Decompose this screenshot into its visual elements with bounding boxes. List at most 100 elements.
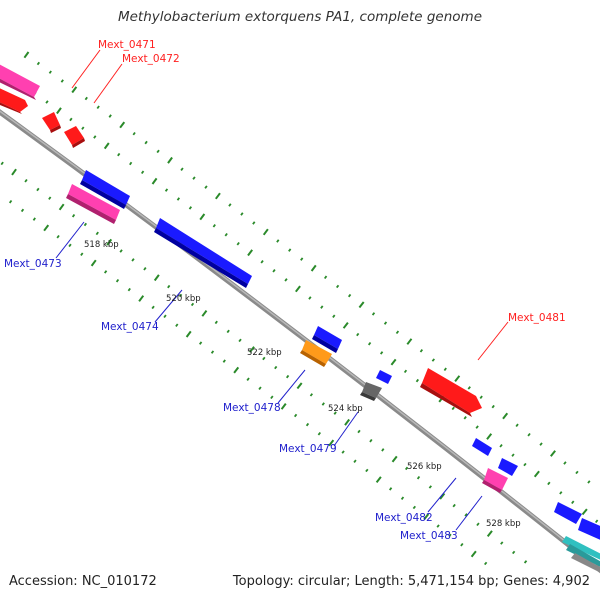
tick-mark [144,140,148,145]
tick-label-522: 522 kbp [247,348,282,358]
tick-mark [167,284,171,289]
label-mext-0471[interactable]: Mext_0471 [98,39,156,51]
gene-mext-0474-shade [154,228,248,288]
tick-mark [423,513,430,521]
tick-mark [575,470,579,475]
tick-mark [23,51,30,59]
tick-mark [201,310,208,317]
label-mext-0478[interactable]: Mext_0478 [223,402,281,414]
gene-mext-0479-shade [360,392,376,401]
tick-label-524: 524 kbp [328,404,363,414]
tick-mark [476,522,480,527]
tick-mark [68,243,72,248]
gene-forward-e[interactable] [498,458,518,476]
tick-mark [523,462,527,467]
tick-mark [188,206,193,210]
tick-mark [587,480,591,484]
tick-mark [199,213,206,221]
tick-mark [371,312,376,316]
label-mext-0473[interactable]: Mext_0473 [4,258,62,270]
gene-forward-b[interactable] [314,326,342,349]
tick-mark [71,213,76,218]
gene-mext-0481[interactable] [422,368,482,413]
map-title: Methylobacterium extorquens PA1, complet… [117,9,483,25]
tick-mark [293,413,298,418]
tick-label-528: 528 kbp [486,519,521,529]
tick-mark [280,403,287,410]
gene-forward-g[interactable] [578,518,600,542]
tick-mark [106,238,113,246]
tick-mark [460,542,464,547]
tick-mark [249,346,255,353]
tick-mark [20,208,25,213]
gene-rna-top-left-shade [0,78,36,100]
tick-mark [499,444,503,448]
tick-mark [108,114,112,118]
gene-mext-0471[interactable] [42,112,60,130]
label-mext-0481[interactable]: Mext_0481 [508,312,566,324]
tick-mark [341,450,345,454]
tick-mark [56,234,60,239]
label-mext-0474[interactable]: Mext_0474 [101,321,159,333]
tick-mark [178,293,183,298]
tick-mark [428,485,432,489]
gene-mext-0483-shade [482,480,502,493]
tick-mark [443,367,447,372]
tick-mark [43,224,50,232]
label-mext-0472[interactable]: Mext_0472 [122,53,180,65]
gene-teal-b[interactable] [566,544,600,569]
label-mext-0482[interactable]: Mext_0482 [375,512,433,524]
tick-mark [448,533,452,538]
tick-mark [176,197,181,201]
tick-mark [500,541,504,545]
tick-mark [288,248,292,252]
gene-forward-f[interactable] [554,502,582,524]
tick-mark [491,404,495,409]
gene-mext-0474[interactable] [156,218,252,284]
gene-mext-0478-shade [300,350,326,367]
gene-mext-0473[interactable] [68,184,120,220]
tick-mark [333,411,337,415]
tick-mark [486,530,493,538]
tick-mark [240,212,244,216]
tick-mark [262,356,266,361]
tick-mark [143,267,147,271]
tick-mark [527,432,531,437]
gene-rna-top-left[interactable] [0,62,40,97]
tick-mark [32,217,36,221]
tick-mark [464,513,468,517]
tick-mark [214,320,218,325]
tick-mark [272,269,276,273]
tick-mark [451,406,455,411]
gene-mext-0478[interactable] [302,340,332,364]
gene-forward-a[interactable] [82,170,130,205]
tick-mark [357,429,361,434]
gene-mext-0479[interactable] [362,382,382,398]
label-mext-0479[interactable]: Mext_0479 [279,443,337,455]
tick-mark [151,177,158,185]
tick-mark [93,135,97,139]
gene-teal-a[interactable] [562,536,600,562]
tick-mark [215,192,221,200]
gene-mext-0472[interactable] [64,126,84,145]
tick-mark [24,178,28,183]
gene-mext-0472-shade [72,138,85,148]
gene-mext-0483[interactable] [484,468,508,490]
tick-mark [383,321,388,325]
tick-mark [252,221,256,225]
gene-forward-c[interactable] [376,370,392,384]
tick-mark [224,232,228,237]
gene-gray-b[interactable] [571,553,600,575]
tick-mark [431,358,435,362]
tick-mark [321,402,325,406]
tick-mark [48,70,52,74]
gene-forward-d[interactable] [472,438,492,456]
tick-mark [310,264,317,272]
tick-mark [515,423,519,428]
tick-mark [406,338,413,345]
tick-label-520: 520 kbp [166,294,201,304]
tick-mark [439,492,446,500]
gene-reverse-top-left[interactable] [0,86,28,112]
label-mext-0483[interactable]: Mext_0483 [400,530,458,542]
